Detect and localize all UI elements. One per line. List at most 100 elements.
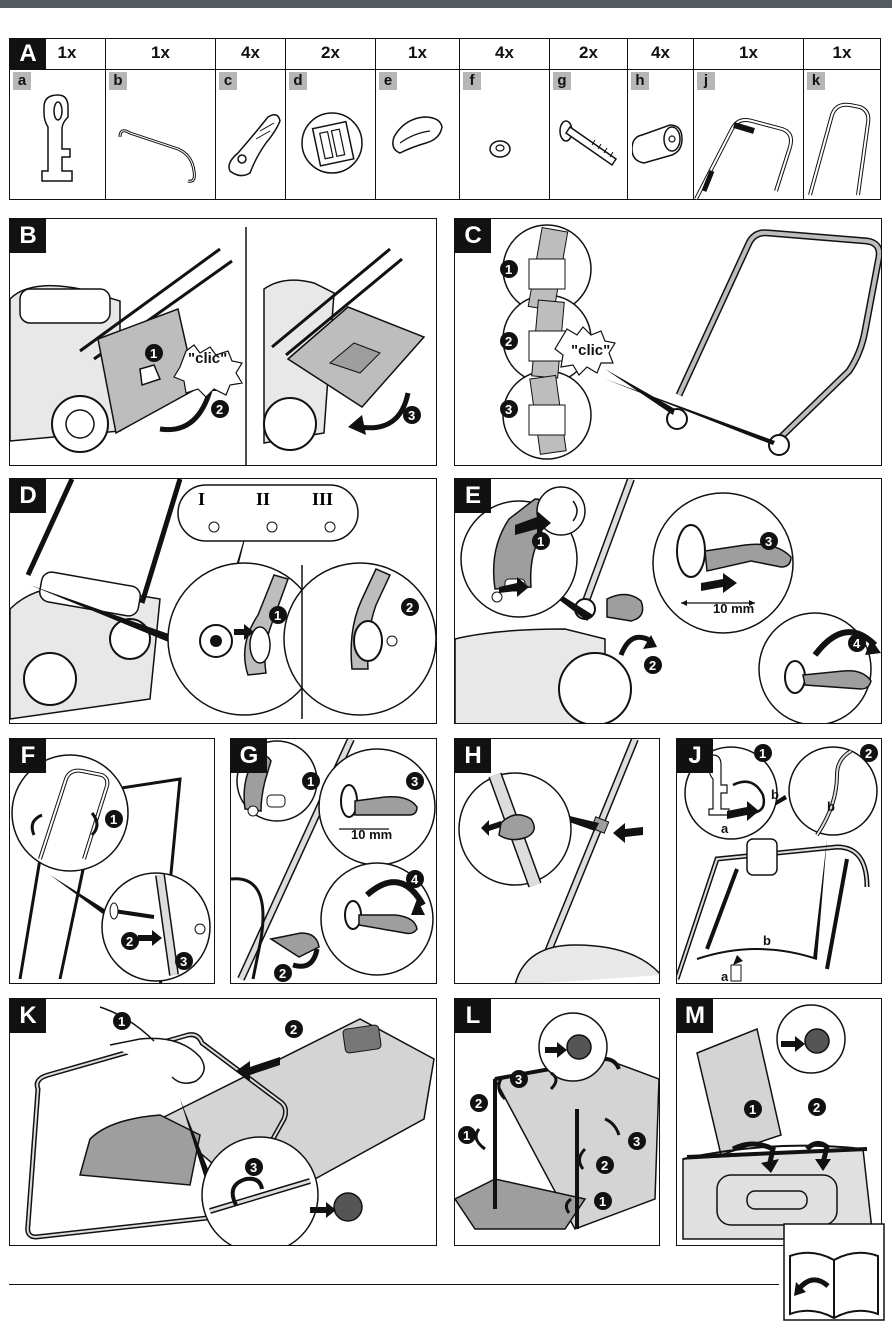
panel-f: F 1 2 3 bbox=[9, 738, 215, 984]
step-number: 1 bbox=[274, 608, 281, 623]
part-qty: 4x bbox=[216, 43, 285, 63]
step-number: 1 bbox=[110, 812, 117, 827]
hook-mount-illustration: b a b a b 1 2 bbox=[677, 739, 882, 984]
part-letter: d bbox=[289, 72, 307, 90]
panel-label: L bbox=[455, 999, 491, 1033]
part-qty: 2x bbox=[550, 43, 627, 63]
part-label-b: b bbox=[827, 799, 835, 814]
parts-table: A 1x a 1x b 4x c 2x d bbox=[9, 38, 881, 200]
panel-l: L 1 2 3 3 2 1 bbox=[454, 998, 660, 1246]
top-bar bbox=[0, 0, 892, 8]
panel-label: G bbox=[231, 739, 267, 773]
panel-k: K 1 2 3 bbox=[9, 998, 437, 1246]
part-letter: h bbox=[631, 72, 649, 90]
step-number: 2 bbox=[406, 600, 413, 615]
part-label-a: a bbox=[721, 969, 729, 984]
panel-label: J bbox=[677, 739, 713, 773]
cable-clip-icon bbox=[384, 91, 454, 191]
step-number: 3 bbox=[505, 402, 512, 417]
part-g: 2x g bbox=[550, 39, 628, 199]
step-number: 1 bbox=[759, 746, 766, 761]
hook-clip-icon bbox=[28, 91, 88, 191]
step-number: 4 bbox=[853, 636, 861, 651]
part-qty: 4x bbox=[628, 43, 693, 63]
clic-label: "clic" bbox=[571, 342, 610, 359]
bolt-icon bbox=[552, 91, 628, 191]
cable-clip-illustration bbox=[455, 739, 660, 984]
part-qty: 1x bbox=[106, 43, 215, 63]
position-label: I bbox=[198, 489, 205, 509]
position-label: III bbox=[312, 489, 333, 509]
nut-sleeve-icon bbox=[632, 91, 692, 191]
grass-box-clips-illustration: 1 2 3 3 2 1 bbox=[455, 999, 660, 1246]
panel-label: B bbox=[10, 219, 46, 253]
part-letter: g bbox=[553, 72, 571, 90]
clic-label: "clic" bbox=[188, 350, 227, 367]
part-letter: c bbox=[219, 72, 237, 90]
part-d: 2x d bbox=[286, 39, 376, 199]
part-e: 1x e bbox=[376, 39, 460, 199]
panel-c: C "clic" 1 2 3 bbox=[454, 218, 882, 466]
part-qty: 1x bbox=[376, 43, 459, 63]
handle-height-illustration: I II III 1 2 bbox=[10, 479, 437, 724]
part-label-b: b bbox=[763, 933, 771, 948]
panel-d: D I II III 1 2 bbox=[9, 478, 437, 724]
step-number: 1 bbox=[537, 534, 544, 549]
panel-label: H bbox=[455, 739, 491, 773]
step-number: 1 bbox=[307, 774, 314, 789]
measure-label: 10 mm bbox=[713, 601, 754, 616]
part-c: 4x c bbox=[216, 39, 286, 199]
part-label-a: a bbox=[721, 821, 729, 836]
part-letter: b bbox=[109, 72, 127, 90]
part-label-b: b bbox=[771, 787, 779, 802]
step-number: 2 bbox=[475, 1096, 482, 1111]
part-letter: f bbox=[463, 72, 481, 90]
part-j: 1x j bbox=[694, 39, 804, 199]
part-b: 1x b bbox=[106, 39, 216, 199]
height-bracket-icon bbox=[294, 91, 374, 191]
step-number: 2 bbox=[216, 402, 223, 417]
upper-handle-assembly-illustration: 1 2 3 bbox=[10, 739, 215, 984]
step-number: 1 bbox=[118, 1014, 125, 1029]
step-number: 2 bbox=[279, 966, 286, 981]
panel-h: H bbox=[454, 738, 660, 984]
part-letter: k bbox=[807, 72, 825, 90]
upper-handle-icon bbox=[694, 91, 804, 201]
washer-icon bbox=[468, 91, 538, 191]
panel-label: E bbox=[455, 479, 491, 513]
step-number: 2 bbox=[865, 746, 872, 761]
part-a: 1x a bbox=[10, 39, 106, 199]
step-number: 3 bbox=[515, 1072, 522, 1087]
wire-hook-icon bbox=[112, 91, 212, 191]
part-qty: 1x bbox=[28, 43, 106, 63]
part-qty: 1x bbox=[804, 43, 880, 63]
step-number: 2 bbox=[649, 658, 656, 673]
step-number: 1 bbox=[150, 346, 157, 361]
panel-e: E 10 mm 1 2 3 4 bbox=[454, 478, 882, 724]
grass-flap-illustration: "clic" 1 2 3 bbox=[10, 219, 437, 466]
step-number: 1 bbox=[463, 1128, 470, 1143]
panel-label: C bbox=[455, 219, 491, 253]
handle-fold-illustration: "clic" 1 2 3 bbox=[455, 219, 882, 466]
panel-label: F bbox=[10, 739, 46, 773]
part-qty: 4x bbox=[460, 43, 549, 63]
step-number: 2 bbox=[813, 1100, 820, 1115]
clamp-lever-icon bbox=[220, 91, 284, 191]
panel-label: M bbox=[677, 999, 713, 1033]
manual-book-icon bbox=[778, 1220, 890, 1324]
step-number: 1 bbox=[749, 1102, 756, 1117]
upper-clamp-illustration: 10 mm 1 2 3 4 bbox=[231, 739, 437, 984]
lower-handle-icon bbox=[804, 91, 880, 201]
step-number: 1 bbox=[599, 1194, 606, 1209]
step-number: 3 bbox=[765, 534, 772, 549]
step-number: 2 bbox=[601, 1158, 608, 1173]
part-letter: e bbox=[379, 72, 397, 90]
step-number: 3 bbox=[411, 774, 418, 789]
panel-g: G 10 mm 1 2 3 4 bbox=[230, 738, 437, 984]
part-f: 4x f bbox=[460, 39, 550, 199]
step-number: 2 bbox=[290, 1022, 297, 1037]
part-k: 1x k bbox=[804, 39, 880, 199]
position-label: II bbox=[256, 489, 270, 509]
panel-label: D bbox=[10, 479, 46, 513]
footer-rule bbox=[9, 1284, 779, 1285]
